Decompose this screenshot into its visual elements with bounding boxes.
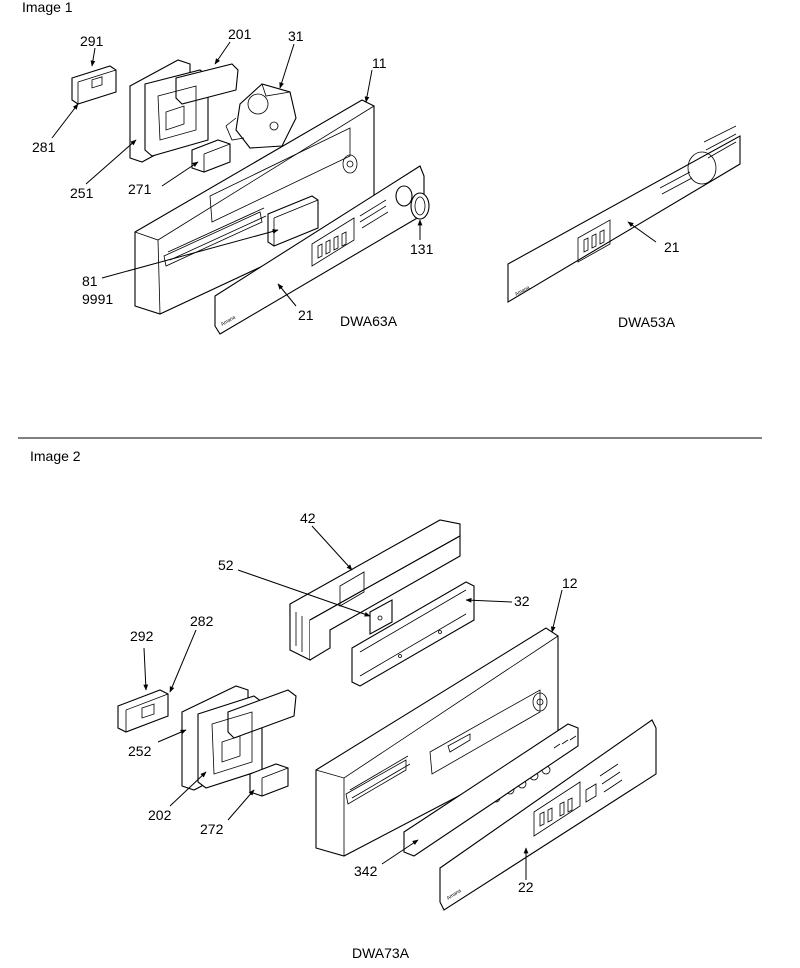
part-21-panel-right: Amana (507, 125, 741, 303)
callout-271: 271 (128, 181, 152, 197)
callout-22: 22 (518, 879, 534, 895)
callout-281: 281 (32, 139, 56, 155)
callout-21-right: 21 (664, 239, 680, 255)
callout-272: 272 (200, 821, 224, 837)
section-title-image-2: Image 2 (30, 448, 81, 464)
part-292-cap (117, 689, 169, 733)
callout-251: 251 (70, 185, 94, 201)
callout-21-left: 21 (298, 307, 314, 323)
callout-291: 291 (80, 33, 104, 49)
part-31-timer (225, 83, 297, 149)
callout-342: 342 (354, 863, 378, 879)
callout-42: 42 (300, 510, 316, 526)
image-2-leaders (143, 525, 563, 880)
model-label-dwa53a: DWA53A (618, 314, 676, 330)
part-131-knob (395, 185, 430, 220)
callout-282: 282 (190, 613, 214, 629)
callout-11: 11 (372, 55, 387, 71)
callout-9991: 9991 (82, 291, 113, 307)
part-12-console (315, 627, 559, 857)
model-label-dwa73a: DWA73A (352, 945, 410, 961)
part-32-board (351, 581, 475, 687)
callout-292: 292 (130, 628, 154, 644)
part-271-box (191, 139, 231, 173)
callout-12: 12 (562, 575, 578, 591)
part-42-channel (289, 519, 461, 661)
callout-81: 81 (82, 273, 98, 289)
callout-32: 32 (514, 593, 530, 609)
callout-201: 201 (228, 26, 252, 42)
callout-202: 202 (148, 807, 172, 823)
callout-252: 252 (128, 743, 152, 759)
part-251-201-handle (129, 59, 239, 163)
callout-131: 131 (410, 241, 434, 257)
part-291-cap (71, 65, 117, 105)
part-22-panel: Amana (439, 719, 657, 911)
section-title-image-1: Image 1 (22, 0, 73, 15)
part-342-overlay (403, 723, 579, 857)
callout-31: 31 (288, 28, 304, 44)
model-label-dwa63a: DWA63A (340, 313, 398, 329)
part-52-bracket (369, 599, 393, 635)
image-1-leaders (51, 41, 657, 307)
callout-52: 52 (218, 557, 234, 573)
